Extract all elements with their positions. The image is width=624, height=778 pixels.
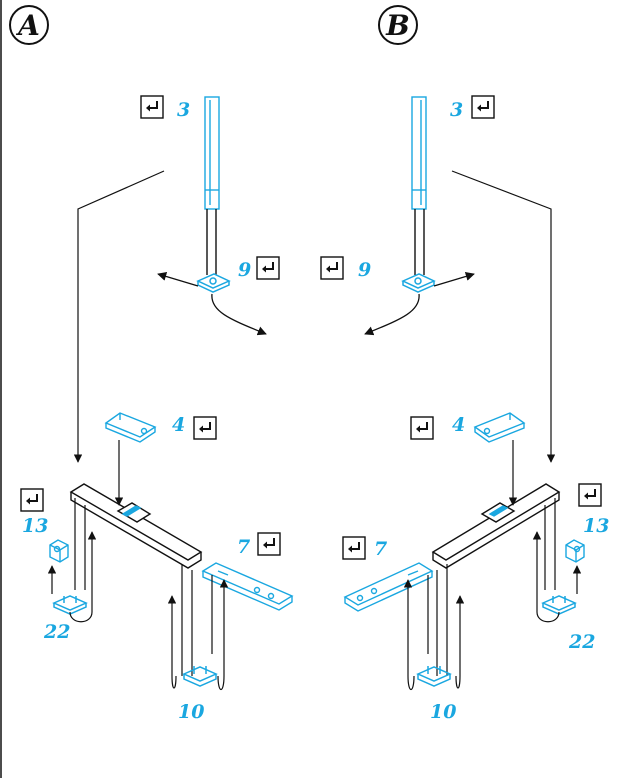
- leg-base-10-b: [416, 666, 452, 687]
- clip-13-a: [49, 539, 69, 563]
- callout-13-a: 13: [22, 515, 48, 537]
- guide-loop-leg-right-b: [455, 595, 465, 689]
- callout-10-b: 10: [430, 701, 456, 723]
- callout-4-b: 4: [452, 414, 465, 436]
- callout-3-a: 3: [177, 99, 190, 121]
- rotate-arrow-right-b: [433, 271, 475, 287]
- frame-bar-a: [69, 483, 203, 569]
- callout-4-a: 4: [172, 414, 185, 436]
- callout-3-b: 3: [450, 99, 463, 121]
- bracket-4-b: [473, 412, 526, 443]
- leg-base-10-a: [182, 666, 218, 687]
- clip-base-22-b: [541, 595, 577, 615]
- post-3-a: [204, 96, 220, 275]
- variant-a-badge: A: [9, 5, 49, 45]
- return-arrow-icon: [410, 416, 434, 440]
- frame-legs-b: [436, 498, 556, 676]
- return-arrow-icon: [320, 256, 344, 280]
- svg-text:B: B: [385, 9, 410, 42]
- callout-9-b: 9: [358, 259, 371, 281]
- rotate-arrow-right-a: [211, 293, 267, 336]
- plate-7-b: [343, 562, 434, 612]
- variant-b-badge: B: [378, 5, 418, 45]
- return-arrow-icon: [578, 483, 602, 507]
- guide-loop-clip-a: [69, 531, 97, 623]
- callout-22-a: 22: [43, 621, 70, 643]
- svg-text:A: A: [15, 9, 40, 42]
- return-arrow-icon: [256, 256, 280, 280]
- guide-line-post-b: [451, 170, 556, 463]
- return-arrow-icon: [20, 488, 44, 512]
- plate-7-a: [201, 562, 294, 611]
- callout-7-a: 7: [237, 536, 250, 558]
- post-3-b: [411, 96, 427, 275]
- callout-13-b: 13: [583, 515, 609, 537]
- guide-loop-leg-left-a: [167, 595, 177, 689]
- return-arrow-icon: [257, 532, 281, 556]
- clip-13-b: [565, 539, 585, 563]
- foot-9-b: [401, 273, 436, 293]
- callout-9-a: 9: [238, 259, 251, 281]
- rotate-arrow-left-b: [364, 293, 420, 336]
- return-arrow-icon: [193, 416, 217, 440]
- foot-9-a: [196, 273, 231, 293]
- guide-loop-leg-left-b: [403, 579, 415, 691]
- callout-7-b: 7: [374, 538, 387, 560]
- return-arrow-icon: [140, 95, 164, 119]
- clip-base-22-a: [52, 595, 88, 615]
- callout-22-b: 22: [568, 631, 595, 653]
- callout-10-a: 10: [178, 701, 204, 723]
- guide-loop-clip-b: [532, 531, 560, 623]
- guide-line-post-a: [73, 170, 165, 463]
- guide-loop-leg-right-a: [217, 579, 229, 691]
- return-arrow-icon: [342, 536, 366, 560]
- frame-legs-a: [74, 498, 193, 676]
- frame-bar-b: [431, 483, 561, 569]
- bracket-4-a: [104, 412, 157, 443]
- return-arrow-icon: [471, 95, 495, 119]
- rotate-arrow-left-a: [157, 271, 199, 287]
